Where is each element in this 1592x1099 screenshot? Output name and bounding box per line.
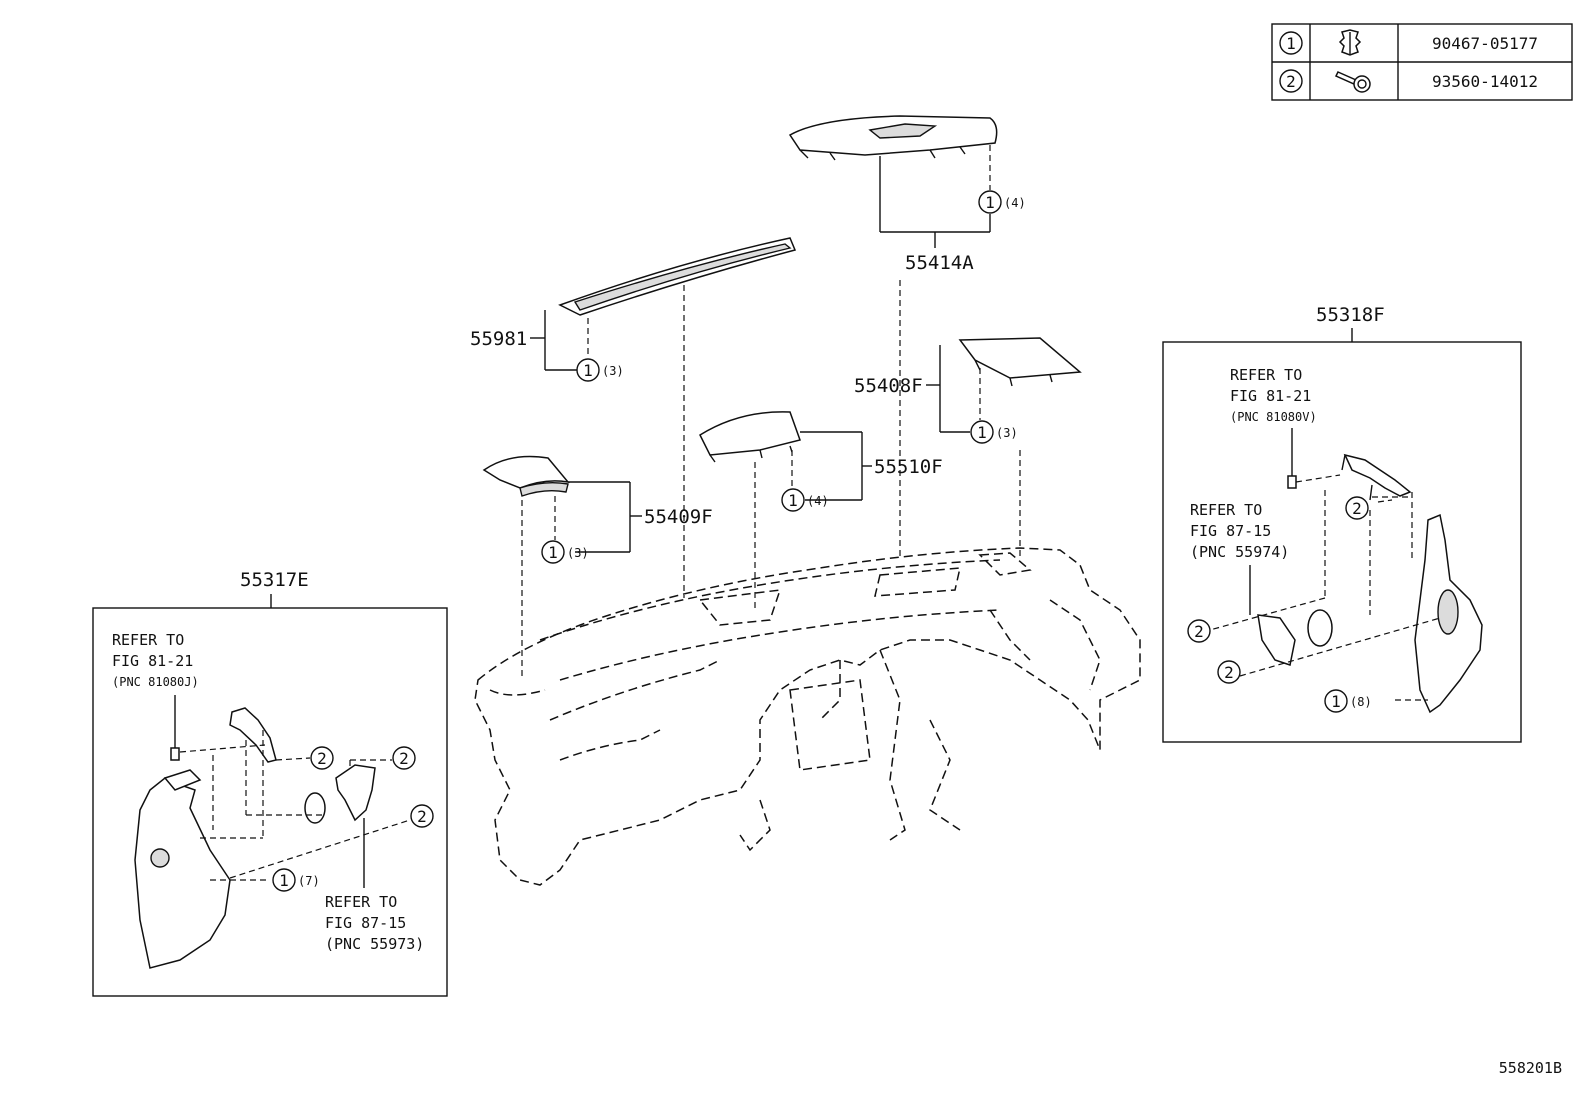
qty-55408F: (3) bbox=[996, 426, 1018, 440]
ref-right-mid-l3: (PNC 55974) bbox=[1190, 543, 1289, 561]
part-55408F: 1 (3) 55408F bbox=[854, 337, 1082, 560]
callout-2-55318F-c-label: 2 bbox=[1224, 663, 1234, 682]
speaker-left bbox=[335, 764, 376, 822]
ref-right-mid-l2: FIG 87-15 bbox=[1190, 522, 1271, 540]
callout-2-55317E-a bbox=[310, 746, 334, 770]
callout-1-55414A-label: 1 bbox=[985, 193, 995, 212]
part-label-55510F: 55510F bbox=[874, 456, 943, 478]
speaker-grille-right bbox=[1437, 589, 1459, 635]
legend-key-2-label: 2 bbox=[1286, 72, 1296, 91]
callout-1-55409F bbox=[541, 540, 565, 564]
part-55409F: 1 (3) 55409F bbox=[482, 455, 713, 680]
callout-1-55981 bbox=[576, 358, 600, 382]
speaker-ring-right bbox=[1307, 609, 1333, 647]
qty-55409F: (3) bbox=[567, 546, 589, 560]
part-label-55317E: 55317E bbox=[240, 569, 309, 591]
part-55317E-box: 55317E REFER TO FIG 81-21 (PNC 81080J) 2… bbox=[92, 569, 448, 997]
ref-left-top-l3: (PNC 81080J) bbox=[112, 675, 199, 689]
callout-1-55317E bbox=[272, 868, 296, 892]
ref-right-top-l1: REFER TO bbox=[1230, 366, 1302, 384]
legend-key-2 bbox=[1279, 69, 1303, 93]
callout-2-55317E-c-label: 2 bbox=[417, 807, 427, 826]
part-label-55318F: 55318F bbox=[1316, 304, 1385, 326]
speaker-grille-left bbox=[150, 848, 170, 868]
callout-2-55318F-b-label: 2 bbox=[1194, 622, 1204, 641]
part-label-55414A: 55414A bbox=[905, 252, 974, 274]
part-55510F: 1 (4) 55510F bbox=[699, 411, 943, 610]
callout-1-55317E-label: 1 bbox=[279, 871, 289, 890]
legend-key-1-label: 1 bbox=[1286, 34, 1296, 53]
qty-55318F: (8) bbox=[1350, 695, 1372, 709]
clip-icon bbox=[1338, 29, 1362, 56]
callout-1-55981-label: 1 bbox=[583, 361, 593, 380]
part-label-55981: 55981 bbox=[470, 328, 527, 350]
callout-2-55318F-b bbox=[1187, 619, 1211, 643]
callout-2-55317E-c bbox=[410, 804, 434, 828]
callout-1-55408F bbox=[970, 420, 994, 444]
instrument-panel-outline bbox=[474, 547, 1141, 886]
part-label-55408F: 55408F bbox=[854, 375, 923, 397]
ref-right-top-l3: (PNC 81080V) bbox=[1230, 410, 1317, 424]
ref-left-bot-l2: FIG 87-15 bbox=[325, 914, 406, 932]
part-55981: 1 (3) 55981 bbox=[470, 237, 797, 598]
legend-key-1 bbox=[1279, 31, 1303, 55]
callout-1-55409F-label: 1 bbox=[548, 543, 558, 562]
part-55318F-box: 55318F REFER TO FIG 81-21 (PNC 81080V) R… bbox=[1162, 304, 1522, 743]
speaker-right bbox=[1257, 614, 1296, 666]
callout-1-55318F bbox=[1324, 689, 1348, 713]
qty-55317E: (7) bbox=[298, 874, 320, 888]
callout-1-55318F-label: 1 bbox=[1331, 692, 1341, 711]
callout-1-55510F-label: 1 bbox=[788, 491, 798, 510]
ref-left-top-l1: REFER TO bbox=[112, 631, 184, 649]
qty-55510F: (4) bbox=[807, 494, 829, 508]
ref-left-bot-l3: (PNC 55973) bbox=[325, 935, 424, 953]
callout-2-55318F-c bbox=[1217, 660, 1241, 684]
qty-55414A: (4) bbox=[1004, 196, 1026, 210]
callout-1-55510F bbox=[781, 488, 805, 512]
clip-part-right bbox=[1287, 475, 1297, 489]
callout-2-55317E-b-label: 2 bbox=[399, 749, 409, 768]
callout-1-55414A bbox=[978, 190, 1002, 214]
legend-part-no-2: 93560-14012 bbox=[1432, 72, 1538, 91]
callout-2-55317E-b bbox=[392, 746, 416, 770]
callout-2-55318F-a bbox=[1345, 496, 1369, 520]
legend-table: 1 2 90467-05177 93560-14012 bbox=[1271, 23, 1573, 101]
screw-icon bbox=[1334, 71, 1371, 93]
ref-right-top-l2: FIG 81-21 bbox=[1230, 387, 1311, 405]
speaker-ring-left bbox=[304, 792, 326, 824]
callout-1-55408F-label: 1 bbox=[977, 423, 987, 442]
ref-left-top-l2: FIG 81-21 bbox=[112, 652, 193, 670]
qty-55981: (3) bbox=[602, 364, 624, 378]
ref-right-mid-l1: REFER TO bbox=[1190, 501, 1262, 519]
figure-id: 558201B bbox=[1499, 1059, 1562, 1077]
ref-left-bot-l1: REFER TO bbox=[325, 893, 397, 911]
legend-part-no-1: 90467-05177 bbox=[1432, 34, 1538, 53]
callout-2-55317E-a-label: 2 bbox=[317, 749, 327, 768]
callout-2-55318F-a-label: 2 bbox=[1352, 499, 1362, 518]
part-label-55409F: 55409F bbox=[644, 506, 713, 528]
clip-part-left bbox=[170, 747, 180, 761]
part-55414A: 1 (4) 55414A bbox=[788, 115, 1026, 560]
